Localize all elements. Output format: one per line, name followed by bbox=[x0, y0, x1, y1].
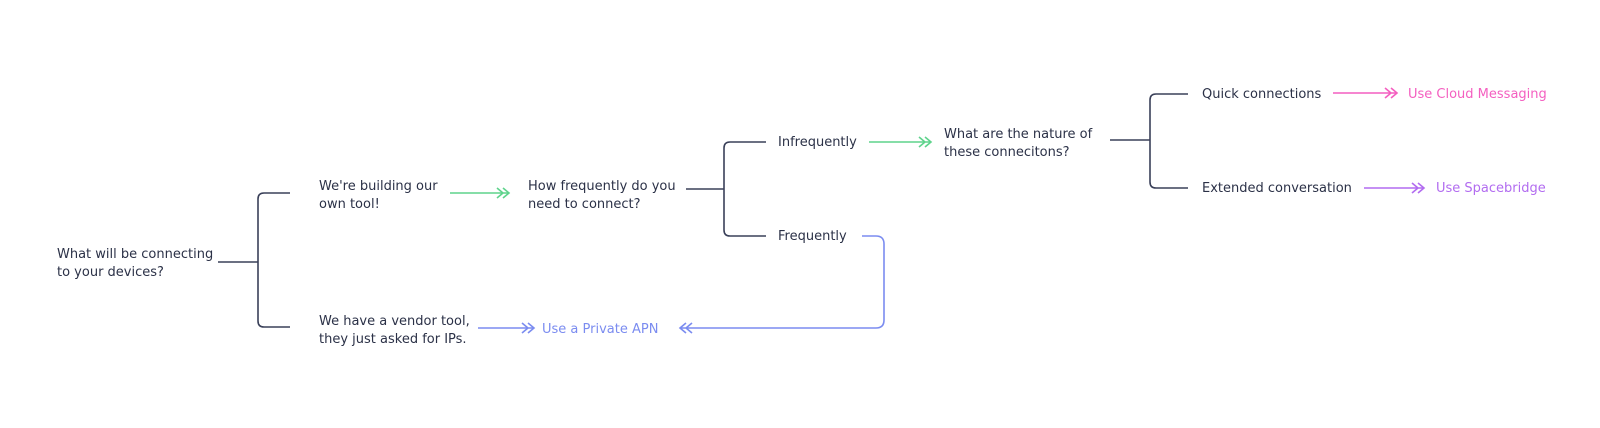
private-apn-outcome: Use a Private APN bbox=[542, 322, 658, 337]
vendor-to-apn-arrow bbox=[478, 322, 536, 334]
quick-connections-option: Quick connections bbox=[1202, 87, 1322, 102]
frequency-line-1: How frequently do you bbox=[528, 179, 676, 194]
vendor-tool-option: We have a vendor tool, they just asked f… bbox=[319, 314, 474, 347]
building-line-2: own tool! bbox=[319, 197, 380, 212]
root-question: What will be connecting to your devices? bbox=[57, 247, 217, 280]
vendor-line-1: We have a vendor tool, bbox=[319, 314, 470, 329]
building-to-frequency-arrow bbox=[450, 187, 511, 199]
root-question-line-2: to your devices? bbox=[57, 265, 164, 280]
frequency-line-2: need to connect? bbox=[528, 197, 641, 212]
infrequently-to-nature-arrow bbox=[869, 136, 933, 148]
nature-line-2: these connecitons? bbox=[944, 145, 1070, 160]
cloud-messaging-outcome: Use Cloud Messaging bbox=[1408, 87, 1547, 102]
extended-conversation-option: Extended conversation bbox=[1202, 181, 1352, 196]
nature-line-1: What are the nature of bbox=[944, 127, 1093, 142]
extended-to-spacebridge-arrow bbox=[1364, 182, 1426, 194]
root-connector bbox=[218, 192, 290, 328]
building-line-1: We're building our bbox=[319, 179, 438, 194]
nature-question: What are the nature of these connecitons… bbox=[944, 127, 1096, 160]
nature-connector bbox=[1110, 93, 1188, 189]
building-own-tool-option: We're building our own tool! bbox=[319, 179, 442, 212]
quick-to-cloud-messaging-arrow bbox=[1333, 87, 1399, 99]
frequency-question: How frequently do you need to connect? bbox=[528, 179, 680, 212]
vendor-line-2: they just asked for IPs. bbox=[319, 332, 467, 347]
frequently-option: Frequently bbox=[778, 229, 847, 244]
frequency-connector bbox=[686, 141, 766, 237]
root-question-line-1: What will be connecting bbox=[57, 247, 213, 262]
frequently-to-apn-route bbox=[678, 235, 885, 334]
spacebridge-outcome: Use Spacebridge bbox=[1436, 181, 1546, 196]
infrequently-option: Infrequently bbox=[778, 135, 857, 150]
